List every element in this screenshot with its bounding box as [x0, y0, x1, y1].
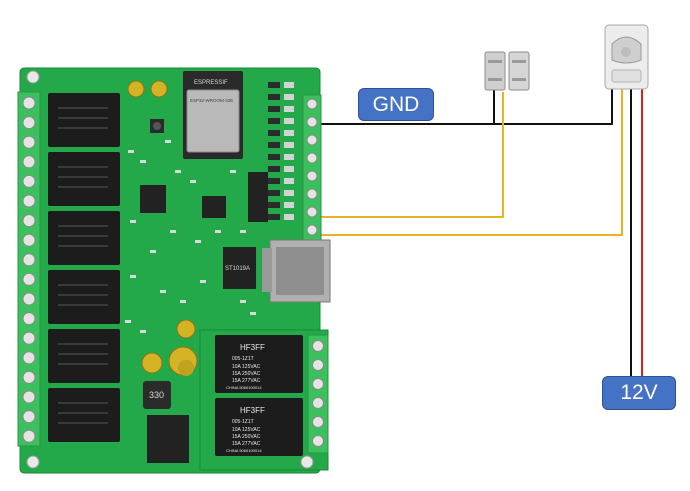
terminal-screw	[312, 340, 324, 352]
esp32-module: ESPRESSIF ESP32-WROOM-32E	[183, 71, 243, 159]
terminal-screw	[22, 155, 36, 169]
ethernet-jack	[262, 239, 331, 303]
terminal-screw	[312, 416, 324, 428]
small-relay-bottom: HF3FF 005-1Z1T 10A 125VAC 15A 250VAC 15A…	[215, 398, 303, 456]
pir-motion-sensor	[604, 24, 649, 90]
right-io-terminal-block	[302, 94, 322, 241]
relay	[48, 270, 120, 324]
terminal-screw	[306, 224, 318, 236]
relay-rating-3: 15A 277VAC	[232, 378, 261, 384]
relay-rating-1: 10A 125VAC	[232, 364, 261, 370]
terminal-screw	[22, 116, 36, 130]
wires	[316, 88, 643, 378]
door-magnetic-sensor	[484, 51, 530, 91]
led-strip	[268, 82, 294, 220]
terminal-screw	[22, 292, 36, 306]
terminal-screw	[306, 116, 318, 128]
gnd-label: GND	[358, 88, 434, 121]
inductor-value-label: 330	[149, 390, 164, 400]
lower-right-terminal-block	[307, 334, 329, 454]
pir-signal-wire	[318, 88, 623, 236]
relay-model-label: 005-1Z1T	[232, 419, 254, 425]
terminal-screw	[306, 188, 318, 200]
capacitors	[127, 80, 198, 376]
terminal-screw	[22, 96, 36, 110]
relay	[48, 329, 120, 383]
relay-brand-label: HF3FF	[240, 406, 265, 415]
terminal-screw	[306, 206, 318, 218]
terminal-screw	[306, 134, 318, 146]
relay-rating-2: 15A 250VAC	[232, 371, 261, 377]
gnd-wire-pir	[494, 88, 613, 125]
left-relay-bank	[48, 93, 120, 442]
relay-brand-label: HF3FF	[240, 343, 265, 352]
module-brand-label: ESPRESSIF	[194, 80, 228, 86]
relay	[48, 93, 120, 147]
terminal-screw	[312, 397, 324, 409]
left-terminal-block	[17, 91, 41, 447]
relay-rating-2: 15A 250VAC	[232, 434, 261, 440]
inductor: 330	[143, 381, 171, 409]
smd-components	[125, 140, 256, 333]
terminal-screw	[312, 359, 324, 371]
terminal-screw	[22, 272, 36, 286]
terminal-screw	[306, 170, 318, 182]
relay	[48, 388, 120, 442]
terminal-screw	[22, 174, 36, 188]
relay-controller-board: HF3FF 005-1Z1T 10A 125VAC 15A 250VAC 15A…	[17, 67, 331, 474]
terminal-screw	[22, 135, 36, 149]
relay-model-label: 005-1Z1T	[232, 356, 254, 362]
terminal-screw	[22, 312, 36, 326]
door-signal-wire	[318, 92, 504, 218]
mounting-holes	[26, 70, 314, 469]
terminal-screw	[312, 435, 324, 447]
ic-chips	[140, 172, 268, 463]
terminal-screw	[22, 351, 36, 365]
terminal-screw	[22, 370, 36, 384]
relay-rating-1: 10A 125VAC	[232, 427, 261, 433]
relay-footer: CHINA 5060100014	[226, 385, 262, 390]
terminal-screw	[22, 410, 36, 424]
relay-footer: CHINA 5060100014	[226, 448, 262, 453]
small-relay-top: HF3FF 005-1Z1T 10A 125VAC 15A 250VAC 15A…	[215, 335, 303, 393]
relay-rating-3: 15A 277VAC	[232, 441, 261, 447]
terminal-screw	[306, 98, 318, 110]
terminal-screw	[306, 152, 318, 164]
module-model-label: ESP32-WROOM-32E	[190, 98, 233, 103]
terminal-screw	[22, 253, 36, 267]
terminal-screw	[22, 194, 36, 208]
terminal-screw	[22, 390, 36, 404]
terminal-screw	[22, 233, 36, 247]
terminal-screw	[22, 214, 36, 228]
terminal-screw	[22, 429, 36, 443]
relay	[48, 211, 120, 265]
terminal-screw	[312, 378, 324, 390]
terminal-screw	[22, 331, 36, 345]
relay	[48, 152, 120, 206]
ethernet-chip-label: ST1019A	[225, 266, 250, 272]
12v-label: 12V	[602, 376, 676, 410]
